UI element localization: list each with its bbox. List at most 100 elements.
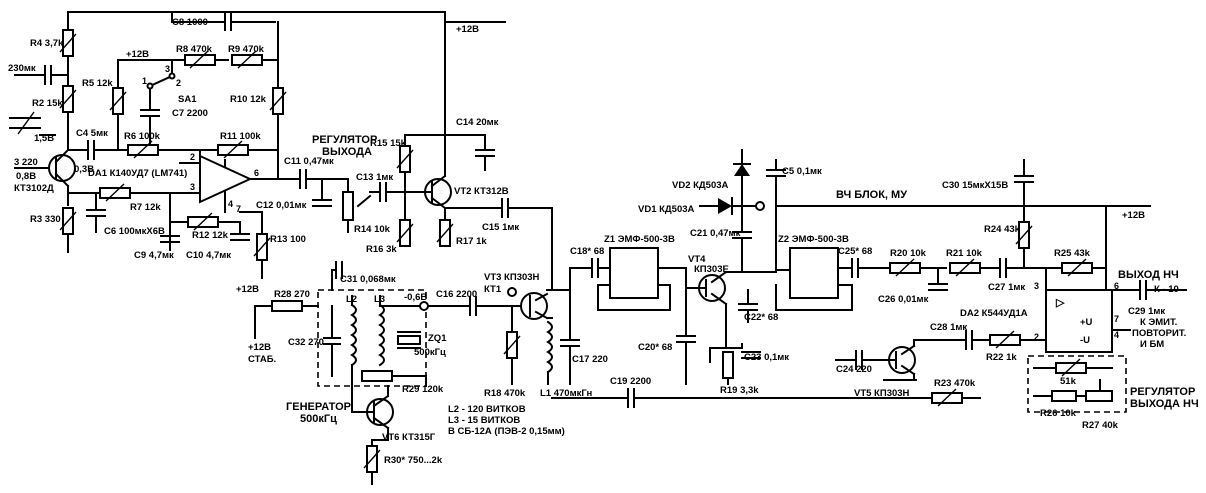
switch-sa1: 1 2 3 SA1: [142, 59, 197, 111]
opamp-da2: ▷ +U -U 3 2 6 7 4 DA2 К544УД1А: [960, 281, 1131, 353]
label-vt6: VT6 КТ315Г: [382, 432, 436, 443]
label-c7: C7 2200: [172, 108, 208, 119]
label-c27: C27 1мк: [988, 282, 1025, 293]
capacitor-c10: C10 4,7мк: [186, 221, 250, 261]
label-p12-sa: +12В: [126, 49, 149, 60]
label-l1: L1 470мкГн: [540, 388, 593, 399]
label-r17: R17 1k: [456, 236, 487, 247]
label-c12: C12 0,01мк: [256, 200, 307, 211]
label-r11: R11 100k: [220, 131, 261, 142]
capacitor-c16: C16 2200: [436, 289, 526, 316]
da2-symbol: ▷: [1055, 297, 1065, 309]
label-v08: 0,8В: [16, 171, 36, 182]
label-c30: C30 15мкХ15В: [942, 180, 1008, 191]
label-sa1-3: 3: [165, 64, 170, 74]
label-r3: R3 330: [30, 214, 61, 225]
label-r7: R7 12k: [130, 202, 161, 213]
label-c16: C16 2200: [436, 289, 477, 300]
transistor-vt1: 3 220 0,8В 0,3В КТ3102Д: [14, 139, 94, 206]
label-coil-2: L3 - 15 ВИТКОВ: [448, 415, 520, 426]
label-coil-3: В СБ-12А (ПЭВ-2 0,15мм): [448, 426, 565, 437]
label-r29: R29 120k: [402, 384, 444, 395]
capacitor-c25: C25* 68: [837, 246, 891, 278]
label-vt4-2: КП303Е: [694, 264, 729, 275]
label-c28: C28 1мк: [930, 322, 967, 333]
label-c3: 3 220: [14, 157, 38, 168]
resistor-r22: R22 1k: [986, 330, 1047, 363]
capacitor-c13: C13 1мк: [356, 172, 426, 202]
resistor-r17: R17 1k: [436, 219, 487, 247]
label-zq1: ZQ1: [428, 333, 447, 344]
label-l2: L2: [346, 294, 357, 305]
resistor-r26: R26 10k: [1033, 390, 1087, 419]
label-da1-p3: 3: [190, 182, 195, 192]
resistor-51k: 51k: [1033, 358, 1113, 387]
capacitor-c21: C21 0,47мк: [690, 205, 752, 273]
resistor-r5: R5 12k +12В: [82, 49, 173, 151]
transistor-vt4: VT4 КП303Е: [685, 254, 777, 349]
label-z1: Z1 ЭМФ-500-3В: [604, 234, 675, 245]
resistor-r16: R16 3k: [366, 219, 414, 255]
label-sa1: SA1: [178, 94, 197, 105]
resistor-r25: R25 43k: [1045, 205, 1107, 291]
capacitor-c4: C4 5мк: [67, 128, 119, 160]
label-vd1: VD1 КД503А: [638, 204, 695, 215]
label-c14: C14 20мк: [456, 117, 499, 128]
resistor-r6: R6 100k: [117, 131, 201, 159]
inductor-l1: L1 470мкГн: [540, 320, 593, 399]
transistor-vt6: VT6 КТ315Г: [351, 375, 436, 443]
label-c25: C25* 68: [838, 246, 872, 257]
label-sa1-1: 1: [142, 76, 147, 86]
label-reg-nch-2: ВЫХОДА НЧ: [1130, 398, 1199, 410]
label-c24: C24 220: [836, 364, 872, 375]
resistor-r7: R7 12k: [67, 183, 181, 213]
capacitor-c6: C6 100мкХ6В: [86, 192, 165, 237]
label-reg-out-1: РЕГУЛЯТОР: [312, 134, 377, 146]
label-reg-out-2: ВЫХОДА: [322, 146, 372, 158]
crystal-zq1: ZQ1 500кГц: [397, 331, 447, 358]
capacitor-c11: C11 0,47мк: [284, 156, 349, 189]
inductor-l3: L3: [374, 294, 385, 367]
filter-z1: Z1 ЭМФ-500-3В: [597, 234, 687, 311]
label-l3: L3: [374, 294, 385, 305]
label-r1: 1,5В: [34, 133, 54, 144]
label-c18: C18* 68: [570, 246, 604, 257]
potentiometer-r14: R14 10k: [342, 178, 391, 235]
label-da2-p4: 4: [1114, 330, 1119, 340]
potentiometer-r19: R19 3,3k: [709, 347, 759, 396]
label-c15: C15 1мк: [482, 222, 519, 233]
label-r18: R18 470k: [484, 388, 526, 399]
capacitor-c17: C17 220: [551, 289, 608, 385]
label-stab: СТАБ.: [248, 354, 276, 365]
label-da1-p6: 6: [254, 168, 259, 178]
label-c5: C5 0,1мк: [782, 166, 822, 177]
output-nch: ВЫХОД НЧ К - 10 C29 1мк К ЭМИТ. ПОВТОРИТ…: [1111, 269, 1187, 350]
resistor-r2: R2 15k: [32, 85, 77, 141]
label-p12-top: +12В: [456, 24, 479, 35]
hf-block-rail: ВЧ БЛОК, МУ +12В: [775, 189, 1151, 221]
capacitor-c9: C9 4,7мк: [134, 235, 180, 261]
resistor-r23: R23 470k: [931, 378, 981, 407]
label-p12-r13: +12В: [236, 284, 259, 295]
label-r24: R24 43k: [984, 224, 1021, 235]
label-gen-1: ГЕНЕРАТОР: [286, 401, 351, 413]
capacitor-c20: C20* 68: [638, 267, 696, 385]
label-r16: R16 3k: [366, 244, 397, 255]
label-vt4-1: VT4: [688, 254, 706, 265]
label-c32: C32 270: [288, 337, 324, 348]
capacitor-c28: C28 1мк: [930, 322, 991, 350]
label-r20: R20 10k: [890, 248, 927, 259]
resistor-r11: R11 100k: [199, 131, 279, 173]
label-v06: -0,6В: [404, 292, 427, 303]
label-vt3: VT3 КП303Н: [484, 272, 540, 283]
label-zq1-f: 500кГц: [414, 347, 446, 358]
label-minus-u: -U: [1080, 335, 1090, 346]
label-r6: R6 100k: [124, 131, 161, 142]
label-r15: R15 15k: [370, 138, 407, 149]
capacitor-c8: C8 1000: [171, 11, 276, 31]
transistor-vt5: VT5 КП303Н: [854, 339, 957, 399]
label-kt1: КТ1: [484, 284, 502, 295]
label-51k: 51k: [1060, 376, 1077, 387]
test-point: [419, 301, 429, 311]
